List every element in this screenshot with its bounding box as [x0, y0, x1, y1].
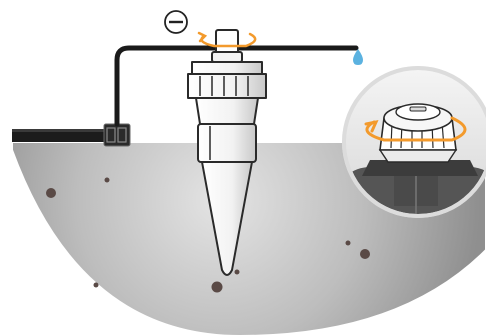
pebble [211, 281, 223, 293]
pebble [46, 188, 56, 198]
main-line-hose [12, 129, 106, 142]
pebble [234, 269, 240, 275]
watering-stake [187, 29, 267, 276]
pebble [104, 177, 110, 183]
detail-rotation-arrow-icon [364, 116, 467, 142]
zoomed-knob-detail [342, 66, 486, 218]
drip-tube [114, 45, 359, 127]
tube-connector [103, 123, 131, 147]
pebble [345, 240, 351, 246]
pebble [360, 249, 370, 259]
water-drop-icon [353, 49, 363, 65]
minus-circle-icon [164, 10, 188, 34]
soil-pebbles [46, 177, 370, 293]
pebble [93, 282, 99, 288]
rotation-arrow-icon [197, 31, 257, 48]
